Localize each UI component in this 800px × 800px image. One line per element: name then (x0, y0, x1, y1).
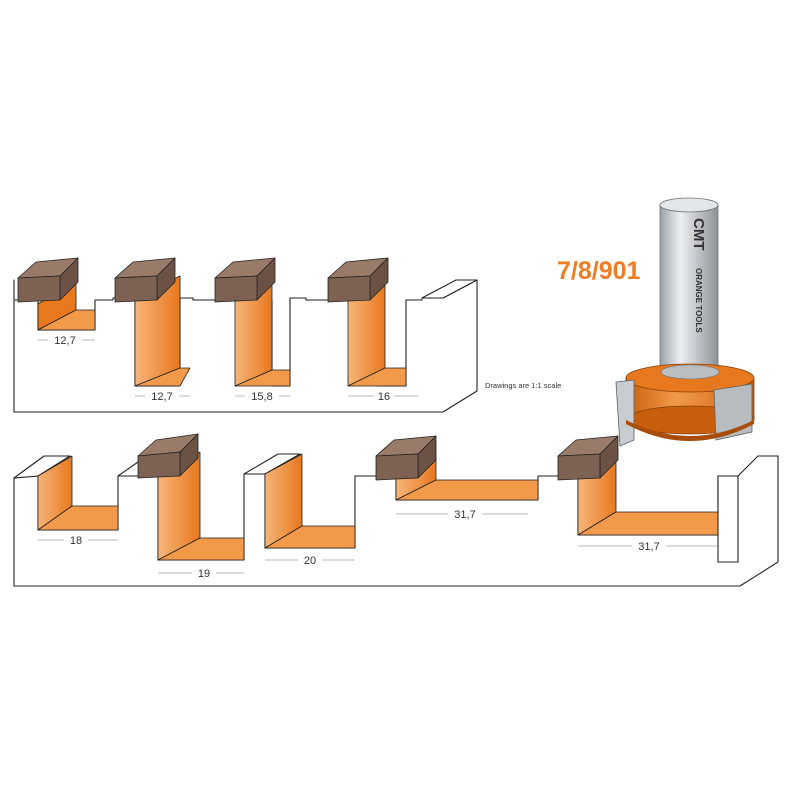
top-dimension-2: 12,7 (135, 389, 190, 403)
bottom-dimension-1: 18 (38, 533, 118, 547)
dimension-label: 12,7 (151, 391, 172, 403)
scale-note: Drawings are 1:1 scale (485, 381, 561, 390)
bottom-board: 18 19 20 31,7 31,7 (13, 433, 779, 587)
top-board: 12,7 12,7 15,8 16 (13, 257, 478, 413)
dimension-label: 18 (70, 535, 82, 547)
bottom-dimension-3: 20 (265, 553, 355, 567)
top-groove-4 (327, 257, 407, 387)
bottom-groove-3 (243, 453, 356, 549)
dimension-label: 31,7 (638, 541, 659, 553)
top-dimension-1: 12,7 (38, 333, 95, 347)
top-dimension-3: 15,8 (235, 389, 290, 403)
dimension-label: 16 (378, 391, 390, 403)
bottom-groove-4 (375, 435, 539, 501)
dimension-label: 15,8 (251, 391, 272, 403)
logo-text: CMT (690, 218, 707, 251)
dimension-label: 12,7 (54, 335, 75, 347)
top-board-right-side (421, 279, 478, 299)
router-bit-illustration: CMT ORANGE TOOLS (615, 197, 755, 447)
bottom-groove-5 (557, 435, 739, 563)
bottom-dimension-2: 19 (158, 566, 244, 580)
router-bit-shank (659, 204, 719, 372)
cmt-logo: CMT ORANGE TOOLS (690, 218, 707, 333)
bottom-dimension-4: 31,7 (396, 507, 528, 521)
dimension-label: 31,7 (454, 509, 475, 521)
top-groove-2 (114, 257, 191, 387)
logo-subtext: ORANGE TOOLS (694, 268, 703, 333)
top-groove-3 (214, 257, 291, 387)
top-groove-1 (17, 257, 96, 331)
router-bit-cutter-left (615, 379, 635, 447)
product-code: 7/8/901 (557, 257, 641, 285)
bottom-groove-2 (137, 433, 245, 561)
bottom-dimension-5: 31,7 (578, 539, 718, 553)
top-dimension-4: 16 (348, 389, 418, 403)
dimension-label: 19 (198, 568, 210, 580)
dimension-label: 20 (304, 555, 316, 567)
